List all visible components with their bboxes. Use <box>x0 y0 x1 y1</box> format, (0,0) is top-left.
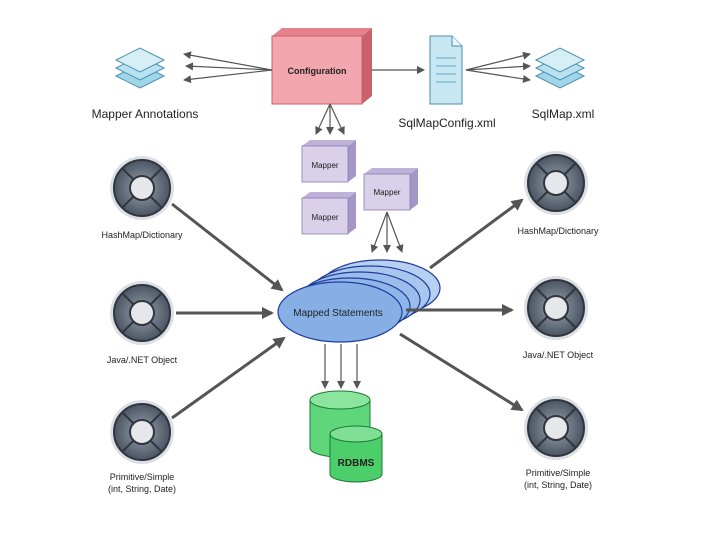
database-icon <box>309 390 383 483</box>
mapped-statements-stack <box>277 259 441 343</box>
output-label-primitive: Primitive/Simple <box>526 468 591 478</box>
mapper-annotations-stack-icon <box>114 47 166 89</box>
sqlmap-label: SqlMap.xml <box>532 107 595 121</box>
input-label-primitive-types: (int, String, Date) <box>108 484 176 494</box>
sqlmapconfig-to-sqlmap-arrows <box>465 51 531 83</box>
mapper-box-2: Mapper <box>301 192 356 235</box>
input-label-hashmap: HashMap/Dictionary <box>101 230 183 240</box>
mapper-label: Mapper <box>311 161 338 170</box>
sqlmapconfig-label: SqlMapConfig.xml <box>398 116 495 130</box>
output-label-primitive-types: (int, String, Date) <box>524 480 592 490</box>
output-arrows <box>399 198 524 412</box>
input-wheel-primitive <box>110 400 174 464</box>
sqlmapconfig-document-icon <box>429 35 463 105</box>
rdbms-label: RDBMS <box>338 458 375 469</box>
mapper-label: Mapper <box>373 188 400 197</box>
statements-to-rdbms-arrows <box>321 344 361 389</box>
output-wheel-object <box>524 276 588 340</box>
configuration-label: Configuration <box>288 66 347 76</box>
input-arrows <box>171 202 286 420</box>
config-to-annotations-arrows <box>183 51 273 84</box>
output-label-object: Java/.NET Object <box>523 350 594 360</box>
mapper-to-statements-arrows <box>370 211 404 253</box>
input-label-object: Java/.NET Object <box>107 355 178 365</box>
sqlmap-stack-icon <box>534 47 586 89</box>
configuration-box: Configuration <box>271 28 372 105</box>
mapper-label: Mapper <box>311 213 338 222</box>
mapper-box-1: Mapper <box>301 140 356 183</box>
output-label-hashmap: HashMap/Dictionary <box>517 226 599 236</box>
config-to-mappers-arrows <box>315 103 345 135</box>
output-wheel-hashmap <box>524 151 588 215</box>
input-label-primitive: Primitive/Simple <box>110 472 175 482</box>
mapper-box-3: Mapper <box>363 168 418 211</box>
input-wheel-hashmap <box>110 156 174 220</box>
mapped-statements-label: Mapped Statements <box>293 308 383 319</box>
mapper-annotations-label: Mapper Annotations <box>92 107 199 121</box>
input-wheel-object <box>110 281 174 345</box>
output-wheel-primitive <box>524 396 588 460</box>
